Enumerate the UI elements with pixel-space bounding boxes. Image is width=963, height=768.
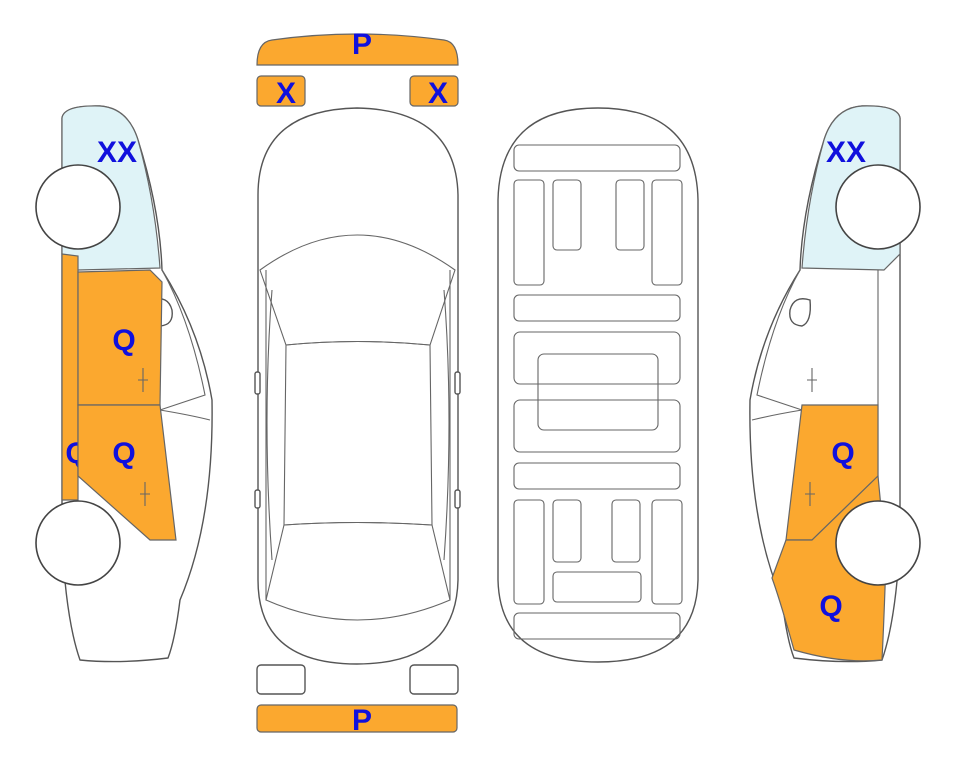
front-left-light-shape xyxy=(256,75,306,107)
rear-bumper-panel[interactable]: P xyxy=(256,704,458,737)
top-view-side-lines xyxy=(265,270,451,600)
right-front-door-handle xyxy=(805,482,815,506)
left-front-door-code: Q xyxy=(112,437,135,470)
top-view-rear-window xyxy=(265,521,451,621)
front-bumper-code: P xyxy=(352,28,372,61)
top-view-left-mirror xyxy=(254,371,261,395)
left-window-frame xyxy=(159,269,206,411)
rear-bumper-code: P xyxy=(352,704,372,737)
underside-body xyxy=(497,107,699,663)
front-right-light-shape xyxy=(409,75,459,107)
right-window-frame xyxy=(756,269,803,411)
car-underside-view xyxy=(497,107,699,663)
front-left-light-panel[interactable]: X xyxy=(256,75,306,110)
top-view-left-handle xyxy=(254,489,261,509)
right-front-fender-code: Q xyxy=(819,590,842,623)
left-rear-wheel xyxy=(35,164,121,250)
right-front-wheel xyxy=(835,500,921,586)
rear-right-light-shape xyxy=(409,664,459,695)
top-view-door-curves xyxy=(266,289,450,561)
left-rear-door-handle xyxy=(138,368,148,392)
right-rear-glass-code: XX xyxy=(826,136,866,169)
left-rear-door-code: Q xyxy=(112,324,135,357)
left-front-door-shape xyxy=(77,404,177,541)
right-front-door-code: Q xyxy=(831,437,854,470)
left-front-door-panel[interactable]: Q xyxy=(77,404,177,541)
rear-left-light-shape xyxy=(256,664,306,695)
top-view-body xyxy=(257,107,459,665)
right-mirror xyxy=(789,298,812,327)
left-beltline xyxy=(159,409,211,421)
left-rear-glass-code: XX xyxy=(97,136,137,169)
left-front-wheel xyxy=(35,500,121,586)
rear-bumper-shape xyxy=(256,704,458,733)
front-left-light-code: X xyxy=(276,77,296,110)
top-view-right-handle xyxy=(454,489,461,509)
right-beltline xyxy=(751,409,803,421)
rear-left-light-panel[interactable] xyxy=(256,664,306,695)
front-bumper-panel[interactable]: P xyxy=(256,28,459,66)
left-rear-door-shape xyxy=(77,269,163,406)
rear-right-light-panel[interactable] xyxy=(409,664,459,695)
front-bumper-shape xyxy=(256,33,459,66)
left-rear-door-panel[interactable]: Q xyxy=(77,269,163,406)
left-rocker-shape xyxy=(61,253,79,501)
left-front-door-handle xyxy=(140,482,150,506)
right-rear-door-handle xyxy=(807,368,817,392)
car-top-view xyxy=(254,107,461,665)
top-view-right-mirror xyxy=(454,371,461,395)
right-rear-wheel xyxy=(835,164,921,250)
front-right-light-code: X xyxy=(428,77,448,110)
front-right-light-panel[interactable]: X xyxy=(409,75,459,110)
